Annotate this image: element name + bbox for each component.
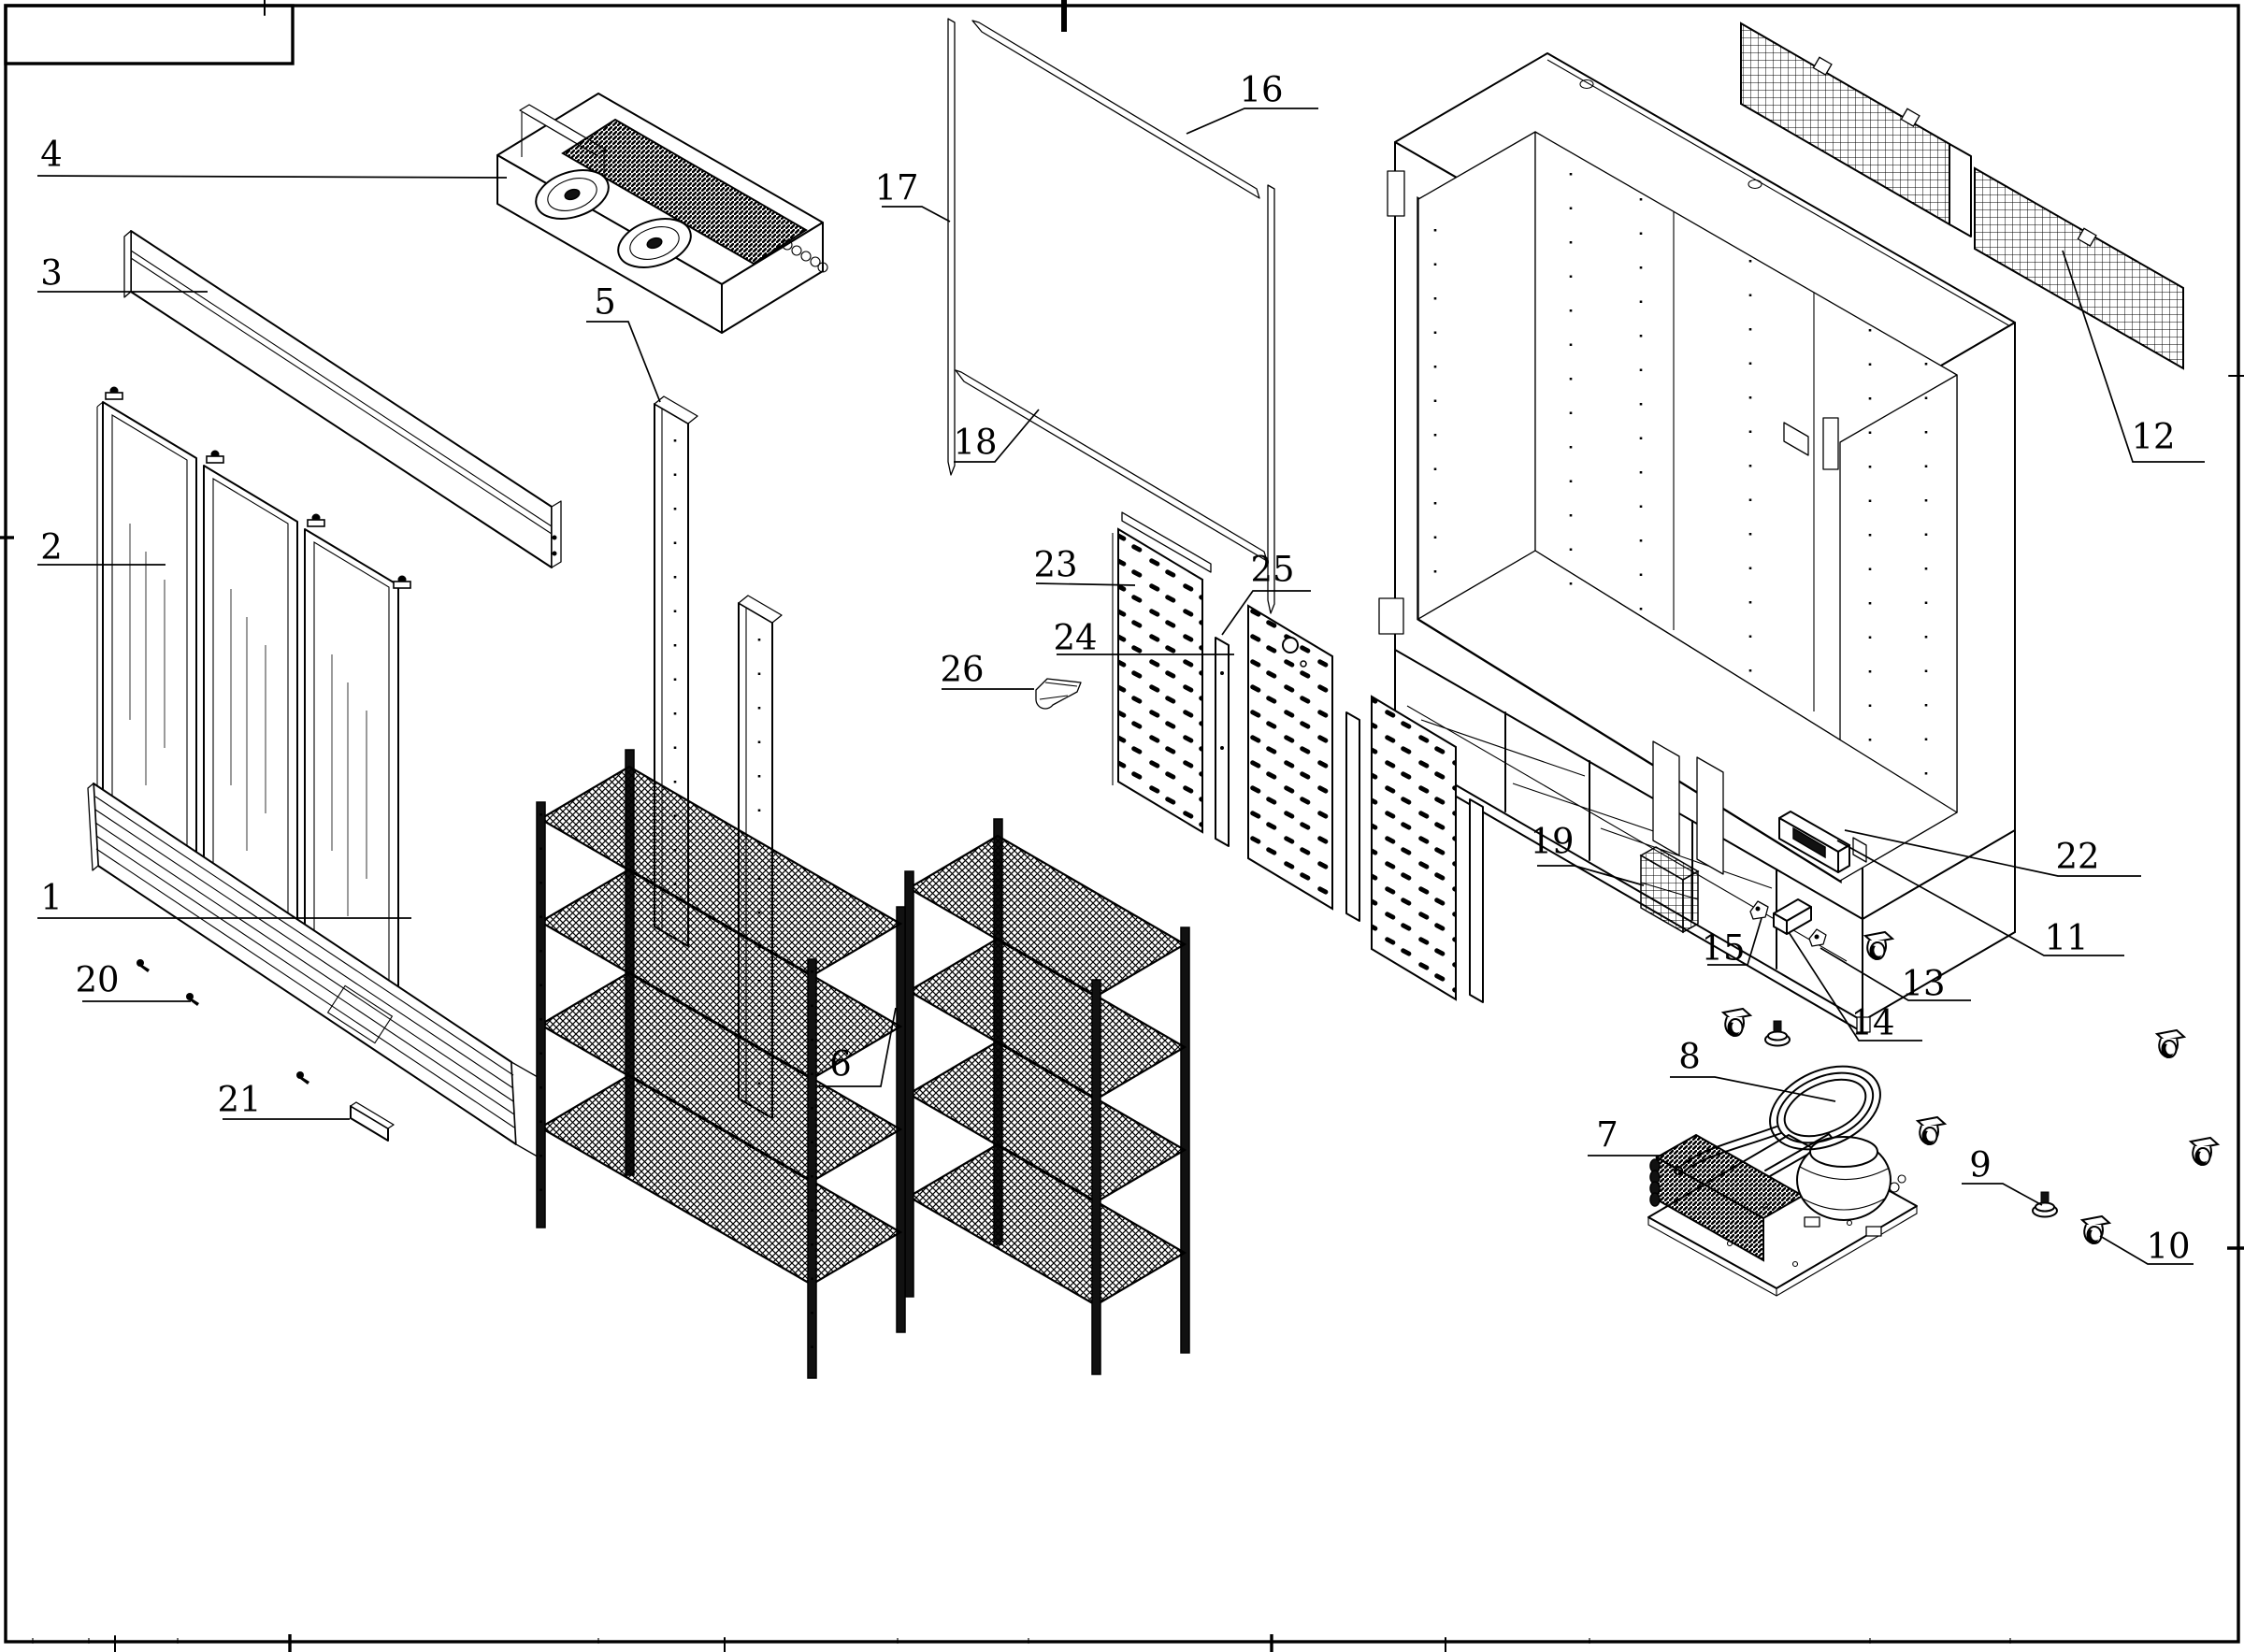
glass-door bbox=[96, 401, 197, 870]
callout-number-1: 1 bbox=[40, 878, 63, 918]
kick-plate-21 bbox=[350, 1101, 395, 1142]
callout-number-3: 3 bbox=[40, 253, 63, 294]
callout-number-16: 16 bbox=[1239, 70, 1283, 110]
shelf-bay bbox=[904, 818, 1190, 1375]
evaporator-fan bbox=[535, 169, 610, 220]
leader-line-6 bbox=[817, 1007, 897, 1087]
clip-13 bbox=[1808, 928, 1827, 947]
callout-number-11: 11 bbox=[2044, 918, 2088, 958]
hanger-strip-24 bbox=[1469, 798, 1484, 1003]
leader-line-19 bbox=[1537, 865, 1645, 886]
condenser-coil bbox=[1649, 1133, 1805, 1262]
callouts-layer: 1234567891011121314151617181920212223242… bbox=[36, 70, 2205, 1267]
glass-doors bbox=[96, 385, 411, 998]
leader-line-18 bbox=[954, 409, 1040, 463]
evaporator-fan bbox=[617, 218, 692, 268]
leader-line-25 bbox=[1221, 590, 1311, 636]
callout-number-25: 25 bbox=[1250, 550, 1294, 590]
leader-line-23 bbox=[1035, 582, 1136, 586]
leader-line-13 bbox=[1820, 947, 1971, 1001]
shelf-pin-holes bbox=[1433, 173, 1928, 776]
callout-number-7: 7 bbox=[1596, 1115, 1618, 1156]
capillary-coil bbox=[782, 239, 828, 273]
callout-number-22: 22 bbox=[2055, 837, 2099, 877]
evaporator-assembly bbox=[496, 93, 828, 334]
callout-number-15: 15 bbox=[1701, 928, 1745, 969]
glass-trim-frame bbox=[947, 18, 1275, 614]
shelf-bay bbox=[536, 749, 906, 1379]
evaporator-coil bbox=[561, 118, 808, 266]
glass-door bbox=[304, 528, 399, 998]
controller-box bbox=[1778, 811, 1867, 873]
callout-number-4: 4 bbox=[40, 135, 63, 175]
leader-line-4 bbox=[36, 175, 508, 179]
callout-number-14: 14 bbox=[1850, 1003, 1894, 1043]
front-grille bbox=[87, 783, 543, 1160]
perforated-panel bbox=[1371, 695, 1457, 1001]
callout-number-12: 12 bbox=[2131, 417, 2175, 457]
header-panel bbox=[123, 230, 562, 568]
leader-line-8 bbox=[1670, 1076, 1836, 1102]
leader-line-17 bbox=[882, 206, 951, 223]
callout-number-18: 18 bbox=[953, 423, 997, 463]
shelf-clip-26 bbox=[1035, 678, 1082, 710]
callout-number-5: 5 bbox=[594, 282, 616, 323]
leader-line-15 bbox=[1707, 917, 1762, 966]
hinge-plates bbox=[1378, 170, 1839, 635]
perforated-panel-23 bbox=[1112, 527, 1203, 834]
leader-line-12 bbox=[2062, 250, 2205, 463]
callout-number-19: 19 bbox=[1530, 822, 1574, 862]
callout-number-17: 17 bbox=[874, 168, 918, 208]
leader-line-14 bbox=[1788, 931, 1922, 1041]
leader-line-9 bbox=[1962, 1183, 2043, 1206]
leader-line-11 bbox=[1836, 840, 2124, 956]
callout-number-9: 9 bbox=[1969, 1145, 1992, 1185]
hanger-strip-24 bbox=[1345, 711, 1360, 922]
leader-line-10 bbox=[2099, 1235, 2194, 1265]
callout-number-23: 23 bbox=[1033, 545, 1077, 585]
heater-block bbox=[1639, 846, 1700, 934]
leader-line-16 bbox=[1186, 108, 1318, 135]
perforated-panel-25 bbox=[1247, 604, 1333, 911]
perforated-panels bbox=[1035, 511, 1484, 1003]
tubing-coil bbox=[1674, 1065, 1881, 1175]
callout-number-13: 13 bbox=[1901, 964, 1945, 1004]
callout-number-8: 8 bbox=[1678, 1037, 1701, 1077]
callout-number-6: 6 bbox=[829, 1044, 852, 1085]
title-block bbox=[4, 4, 295, 65]
callout-number-2: 2 bbox=[40, 527, 63, 567]
callout-number-26: 26 bbox=[940, 650, 984, 690]
wire-shelving-unit bbox=[536, 749, 1190, 1379]
compressor bbox=[1796, 1136, 1906, 1237]
leader-line-5 bbox=[586, 321, 661, 403]
callout-number-24: 24 bbox=[1053, 618, 1097, 658]
mesh-guard-panels bbox=[1740, 22, 2184, 370]
glass-door bbox=[203, 465, 298, 934]
cabinet-body bbox=[1378, 52, 2016, 1033]
callout-number-20: 20 bbox=[75, 960, 119, 1000]
callout-number-21: 21 bbox=[217, 1080, 261, 1120]
hanger-strip-24 bbox=[1215, 637, 1230, 847]
callout-number-10: 10 bbox=[2146, 1227, 2190, 1267]
clip-15 bbox=[1749, 900, 1769, 920]
box-14 bbox=[1773, 898, 1812, 935]
leader-line-22 bbox=[1844, 829, 2141, 877]
condensing-unit bbox=[1647, 1133, 1918, 1297]
